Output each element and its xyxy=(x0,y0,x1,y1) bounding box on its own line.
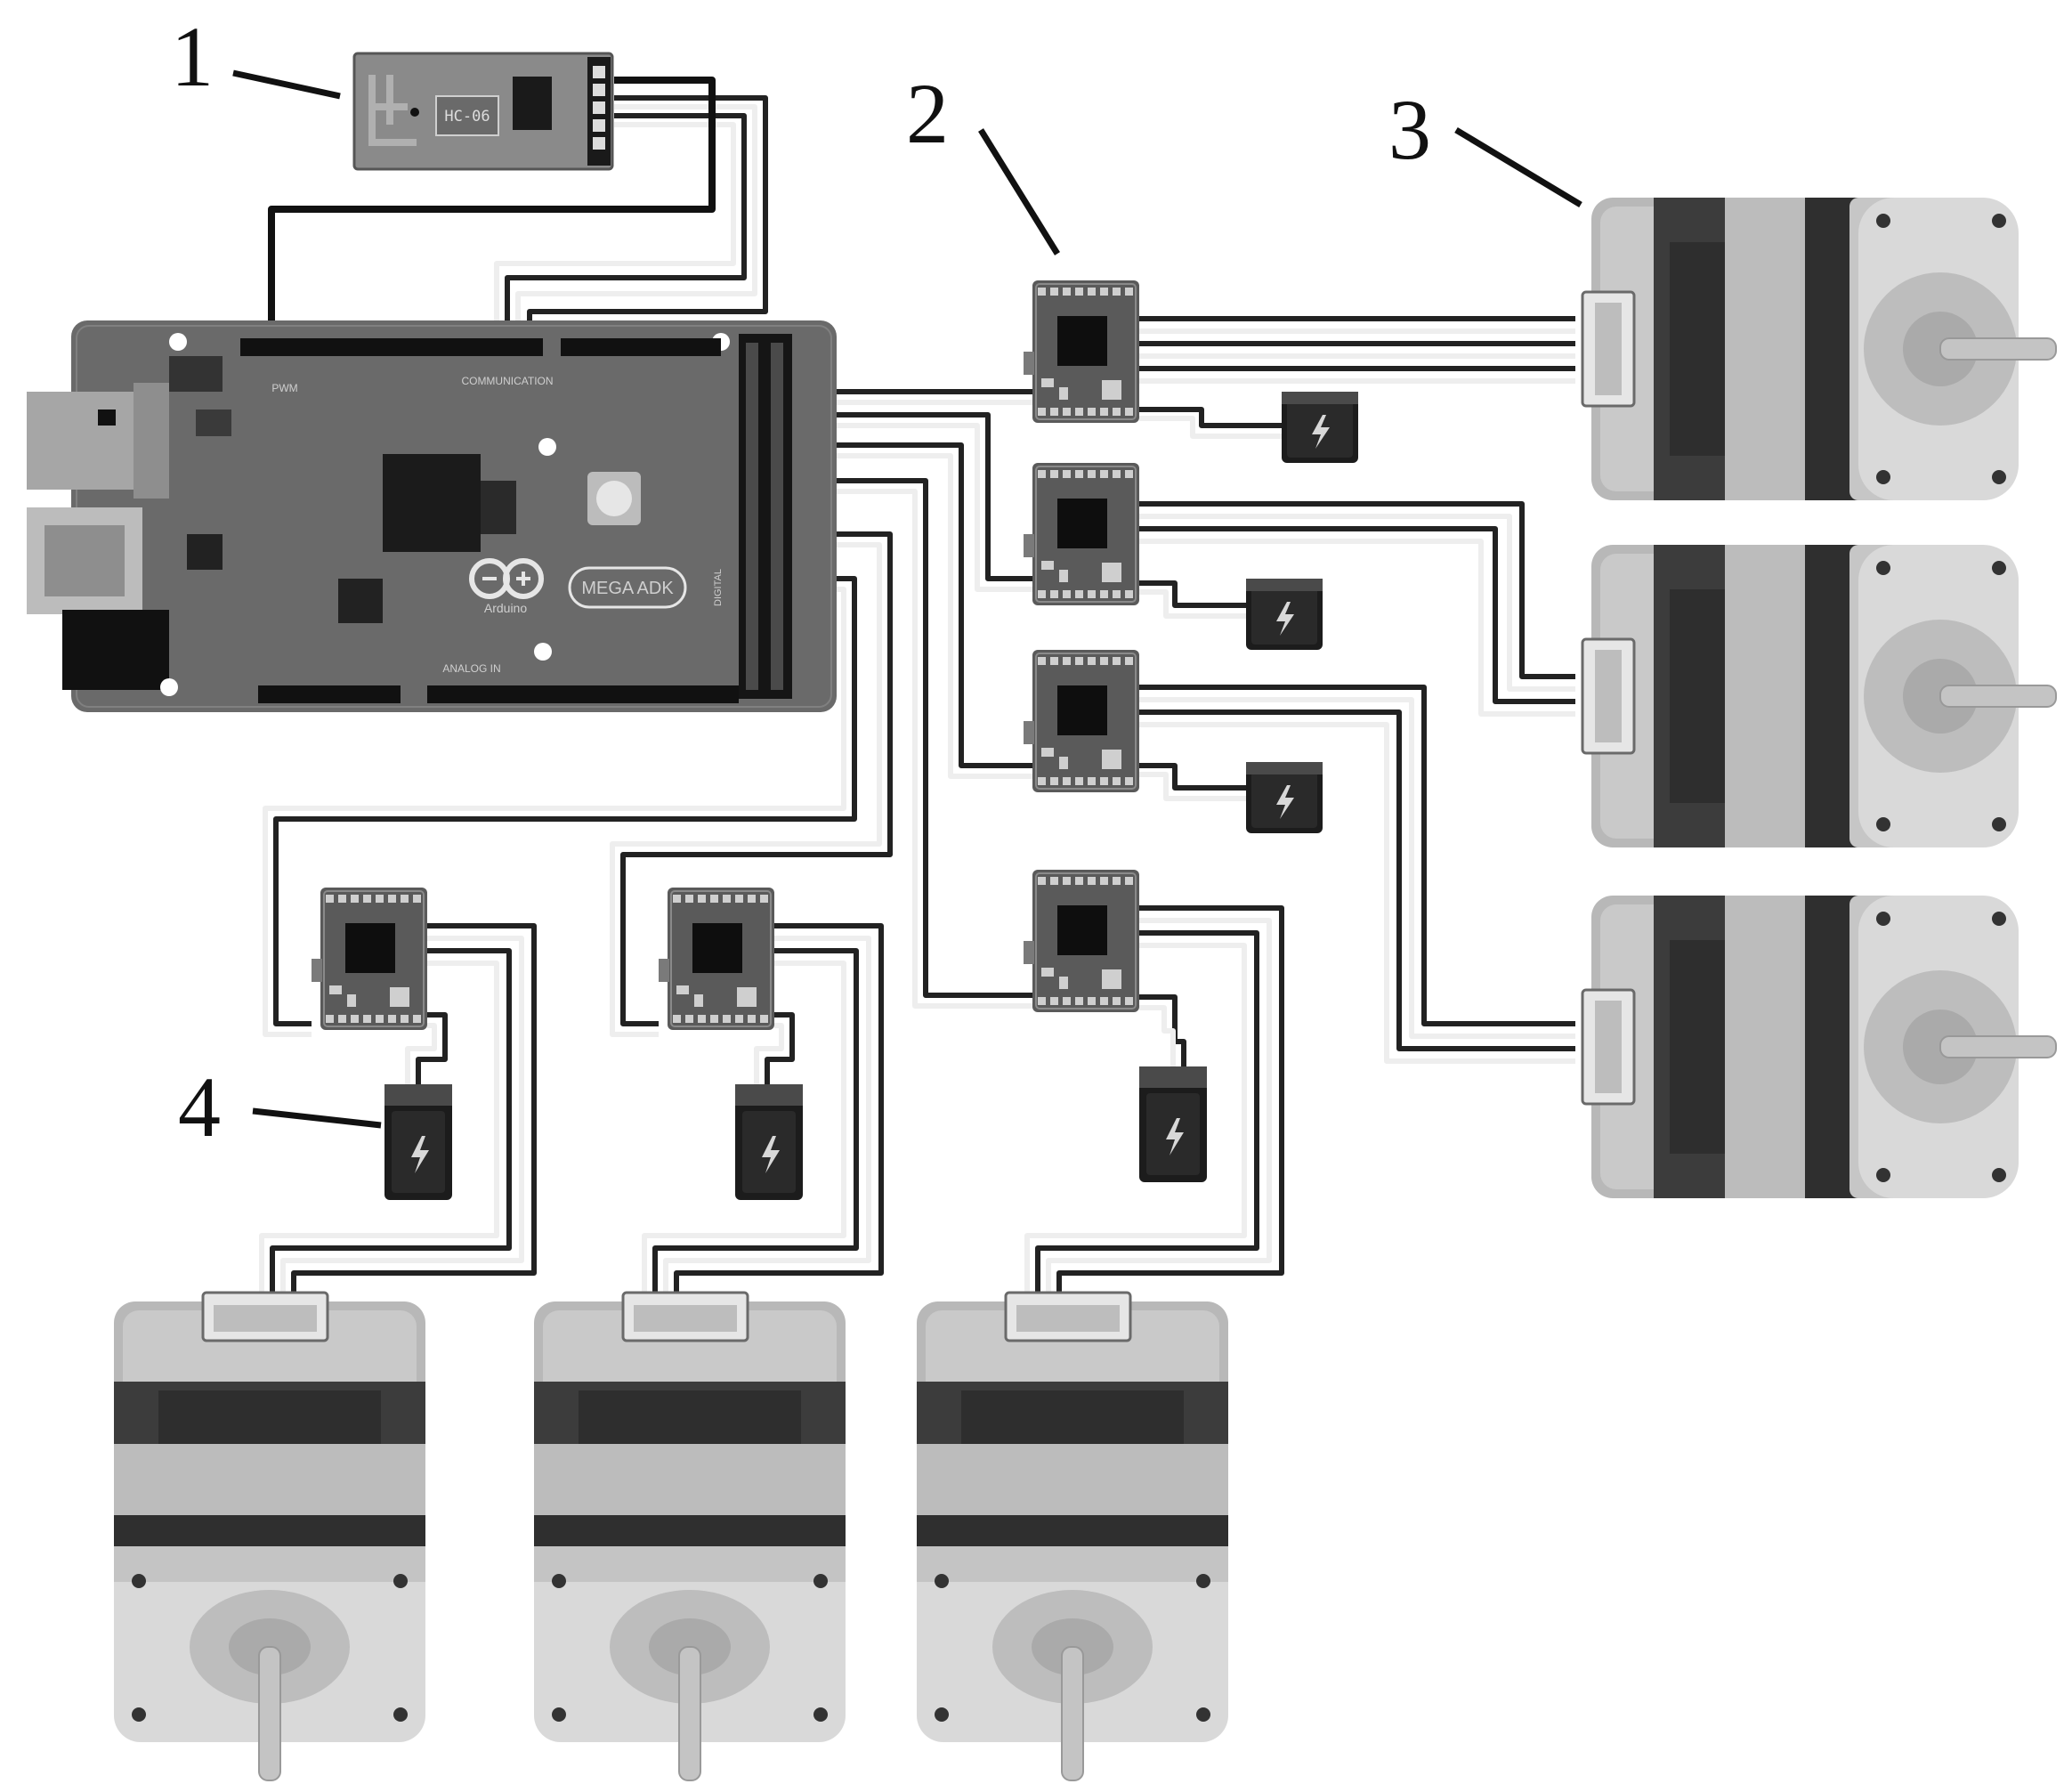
bluetooth-module: HC-06 xyxy=(352,52,614,171)
stepper-motor xyxy=(915,1291,1230,1782)
stepper-motor xyxy=(1581,196,2058,502)
arduino-brand-text: Arduino xyxy=(484,601,527,615)
leader-line xyxy=(252,1107,382,1129)
stepper-driver xyxy=(1023,462,1140,606)
power-connector xyxy=(1246,762,1323,833)
communication-label: COMMUNICATION xyxy=(461,375,553,387)
leader-line xyxy=(978,128,1060,255)
stepper-driver xyxy=(658,887,775,1031)
analog-in-label: ANALOG IN xyxy=(442,662,500,675)
stepper-motor xyxy=(532,1291,847,1782)
stepper-driver xyxy=(1023,280,1140,424)
callout-number-1: 1 xyxy=(171,9,214,104)
power-connector xyxy=(384,1084,452,1200)
stepper-driver xyxy=(1023,869,1140,1013)
callout-2: 2 xyxy=(906,66,1060,255)
power-connector xyxy=(735,1084,803,1200)
callout-1: 1 xyxy=(171,9,341,104)
model-badge: MEGA ADK xyxy=(581,579,674,598)
stepper-driver xyxy=(311,887,428,1031)
arduino-mega-board: Arduino MEGA ADK COMMUNICATION ANALOG IN… xyxy=(27,320,837,712)
wire-bundle xyxy=(259,77,1575,1313)
arduino-logo: Arduino xyxy=(469,558,544,615)
power-connector xyxy=(1282,392,1358,463)
callout-number-4: 4 xyxy=(178,1059,221,1155)
callout-3: 3 xyxy=(1388,82,1582,208)
callout-number-3: 3 xyxy=(1388,82,1431,177)
digital-label: DIGITAL xyxy=(713,569,724,606)
leader-line xyxy=(232,69,341,100)
callout-4: 4 xyxy=(178,1059,382,1155)
chip-label: HC-06 xyxy=(444,108,490,126)
power-connector xyxy=(1246,579,1323,650)
power-connector xyxy=(1139,1066,1207,1182)
pwm-label: PWM xyxy=(271,382,297,394)
stepper-motor xyxy=(1581,894,2058,1200)
stepper-motor xyxy=(1581,543,2058,849)
stepper-driver xyxy=(1023,649,1140,793)
stepper-motor xyxy=(112,1291,427,1782)
callout-number-2: 2 xyxy=(906,66,949,161)
leader-line xyxy=(1454,126,1582,208)
